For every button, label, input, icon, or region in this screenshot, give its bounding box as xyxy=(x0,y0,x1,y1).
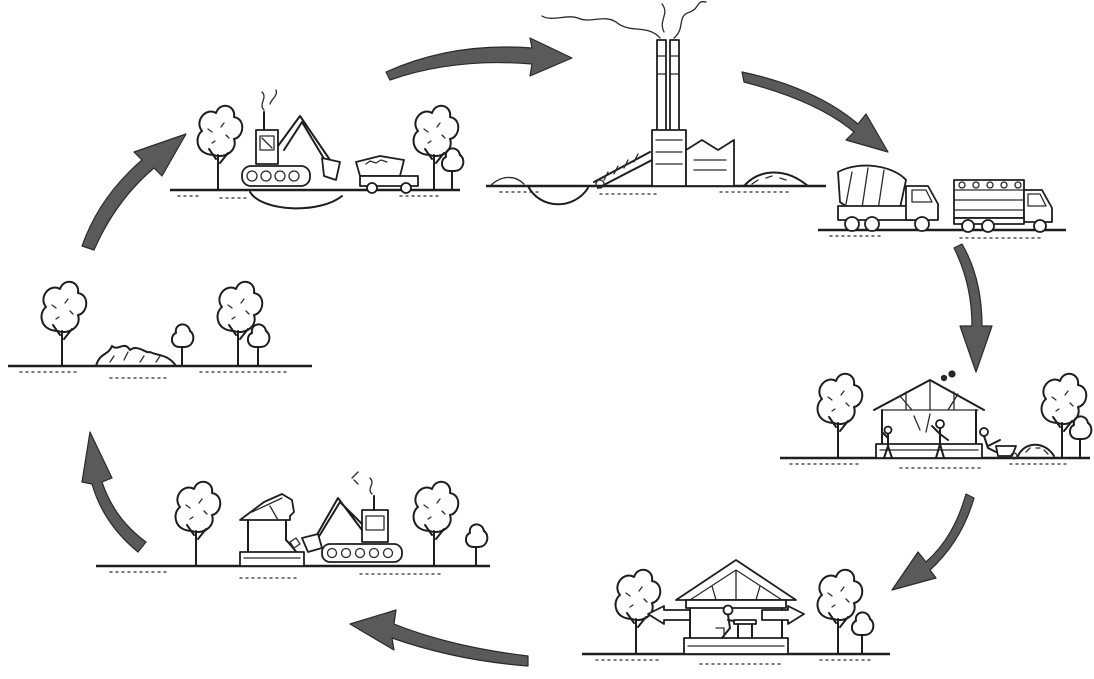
house-frame-icon xyxy=(874,380,984,458)
dump-truck-icon xyxy=(356,156,418,193)
tree-icon xyxy=(466,524,487,565)
tree-icon xyxy=(414,482,459,565)
excavator-icon xyxy=(302,472,402,562)
tree-icon xyxy=(176,482,221,565)
smokestack-icon xyxy=(657,40,679,140)
excavator-icon xyxy=(242,90,340,186)
tree-icon xyxy=(818,374,863,457)
person-at-desk-icon xyxy=(716,606,756,639)
stage-demolition xyxy=(96,472,490,578)
cycle-arrows xyxy=(82,38,992,666)
arrow-construction-to-use xyxy=(892,494,974,590)
arrow-restoration-to-extraction xyxy=(82,134,186,250)
ruined-house-icon xyxy=(240,494,304,566)
stage-use xyxy=(582,560,890,664)
arrow-use-to-demolition xyxy=(350,610,528,666)
sapling-icon xyxy=(172,324,193,365)
stage-transport xyxy=(818,166,1066,238)
tree-icon xyxy=(442,148,463,189)
sapling-icon xyxy=(248,324,269,365)
tree-icon xyxy=(818,570,863,653)
wheelbarrow-icon xyxy=(980,428,1054,459)
cement-mixer-truck-icon xyxy=(838,166,938,231)
arrow-transport-to-construction xyxy=(954,244,992,372)
arrow-demolition-to-restoration xyxy=(82,432,146,552)
conveyor-icon xyxy=(594,152,652,188)
shrub-icon xyxy=(96,346,176,366)
stage-processing xyxy=(486,2,826,205)
stage-restoration xyxy=(8,282,312,378)
tree-icon xyxy=(42,282,87,365)
tree-icon xyxy=(852,612,873,653)
stage-extraction xyxy=(170,90,463,208)
tree-icon xyxy=(198,106,243,189)
lumber-truck-icon xyxy=(954,180,1052,232)
arrow-processing-to-transport xyxy=(742,72,888,152)
arrow-extraction-to-processing xyxy=(386,38,572,80)
tree-icon xyxy=(1070,416,1091,457)
tree-icon xyxy=(218,282,263,365)
stage-construction xyxy=(780,371,1091,468)
